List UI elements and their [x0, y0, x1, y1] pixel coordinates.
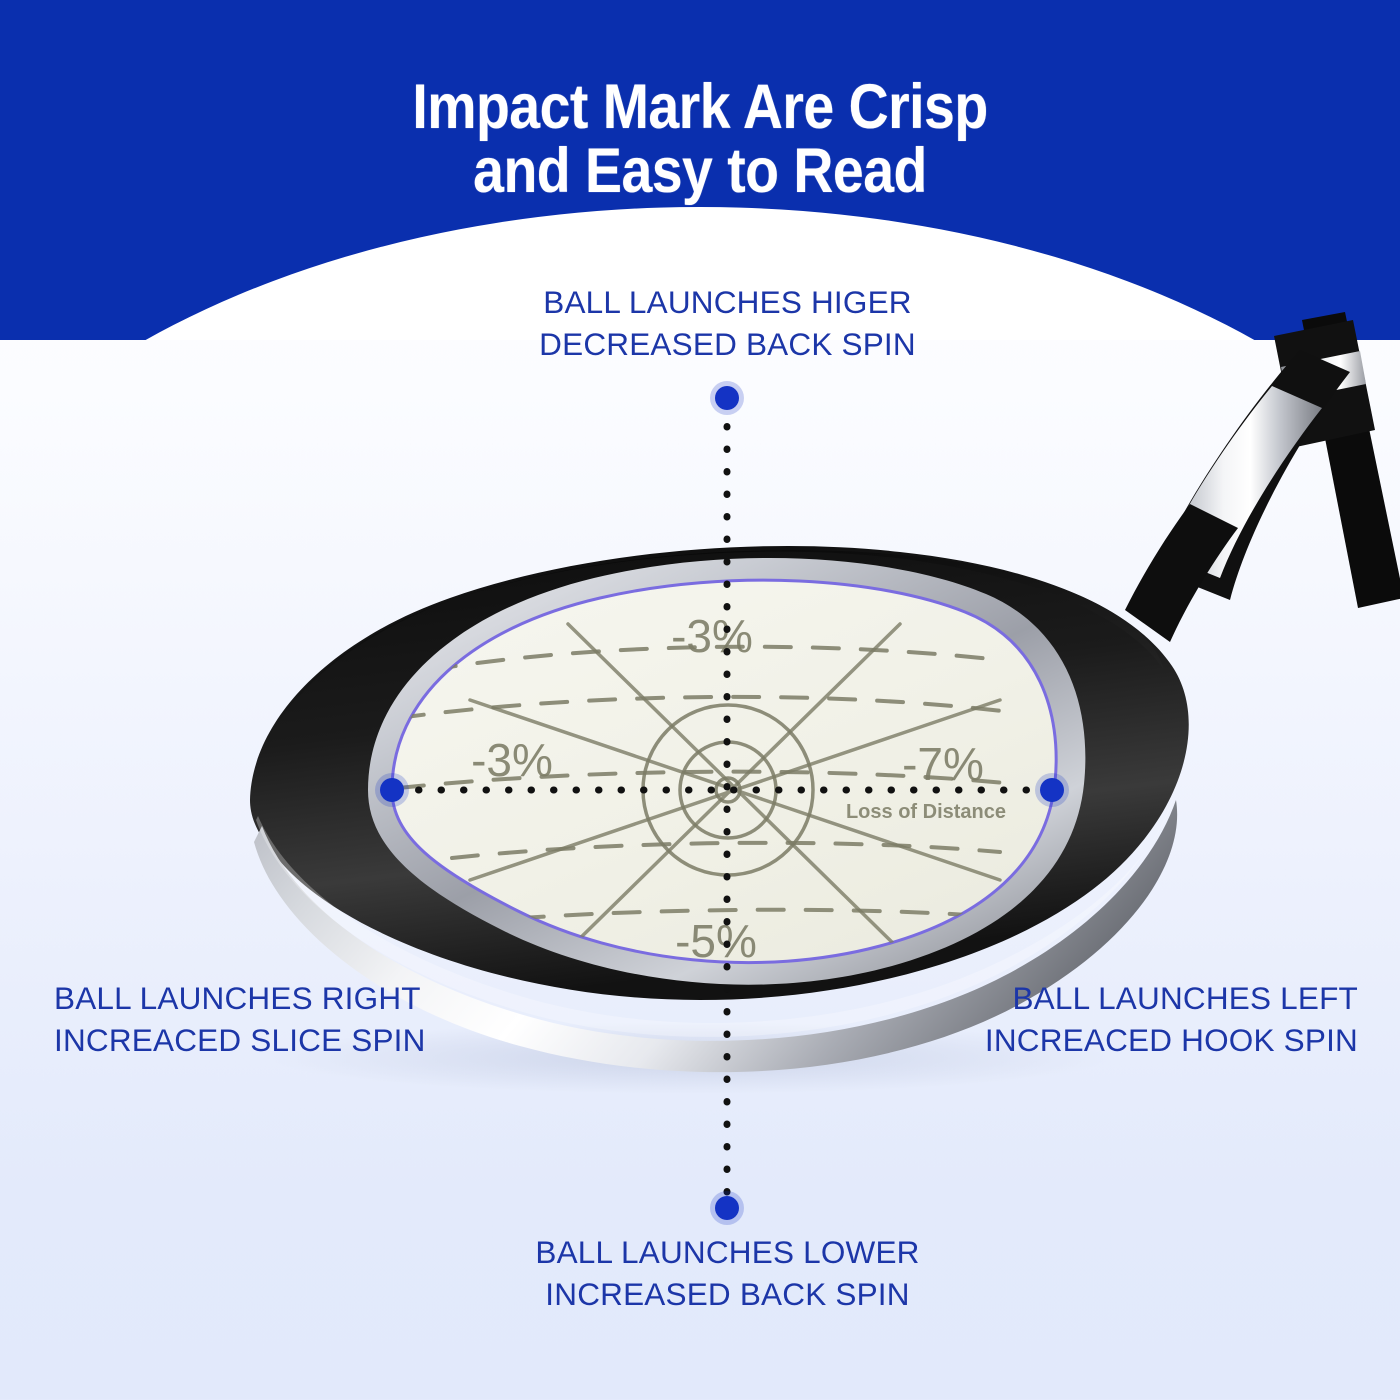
callout-bottom-line2: INCREASED BACK SPIN: [545, 1275, 910, 1312]
callout-top-line1: BALL LAUNCHES HIGER: [543, 284, 912, 320]
guide-axes: [392, 400, 1052, 1206]
callout-bottom-line1: BALL LAUNCHES LOWER: [535, 1234, 920, 1270]
marker-right: [1035, 773, 1069, 807]
clubface-plate: [390, 578, 1058, 965]
callout-left: BALL LAUNCHES RIGHT INCREACED SLICE SPIN: [54, 978, 426, 1062]
callout-top-line2: DECREASED BACK SPIN: [539, 325, 916, 362]
club-sole: [254, 796, 1178, 1073]
label-left-percent: -3%: [471, 734, 553, 786]
club-hosel: [1125, 350, 1350, 642]
marker-bottom: [710, 1191, 744, 1225]
callout-right-line1: BALL LAUNCHES LEFT: [1012, 980, 1358, 1016]
marker-top: [710, 381, 744, 415]
marker-left: [375, 773, 409, 807]
label-top-percent: -3%: [671, 610, 753, 662]
label-loss-of-distance: Loss of Distance: [846, 801, 1006, 823]
marker-dots: [375, 381, 1069, 1225]
callout-left-line2: INCREACED SLICE SPIN: [54, 1021, 426, 1058]
clubface-labels: -3% -3% -7% -5% Loss of Distance: [471, 610, 1006, 967]
callout-left-line1: BALL LAUNCHES RIGHT: [54, 980, 421, 1016]
label-bottom-percent: -5%: [675, 915, 757, 967]
callout-top: BALL LAUNCHES HIGER DECREASED BACK SPIN: [0, 282, 1400, 366]
callout-bottom: BALL LAUNCHES LOWER INCREASED BACK SPIN: [0, 1232, 1400, 1316]
callout-right: BALL LAUNCHES LEFT INCREACED HOOK SPIN: [985, 978, 1358, 1062]
clubface-markings: [396, 622, 1018, 952]
callout-right-line2: INCREACED HOOK SPIN: [984, 1021, 1358, 1058]
label-right-percent: -7%: [902, 738, 984, 790]
